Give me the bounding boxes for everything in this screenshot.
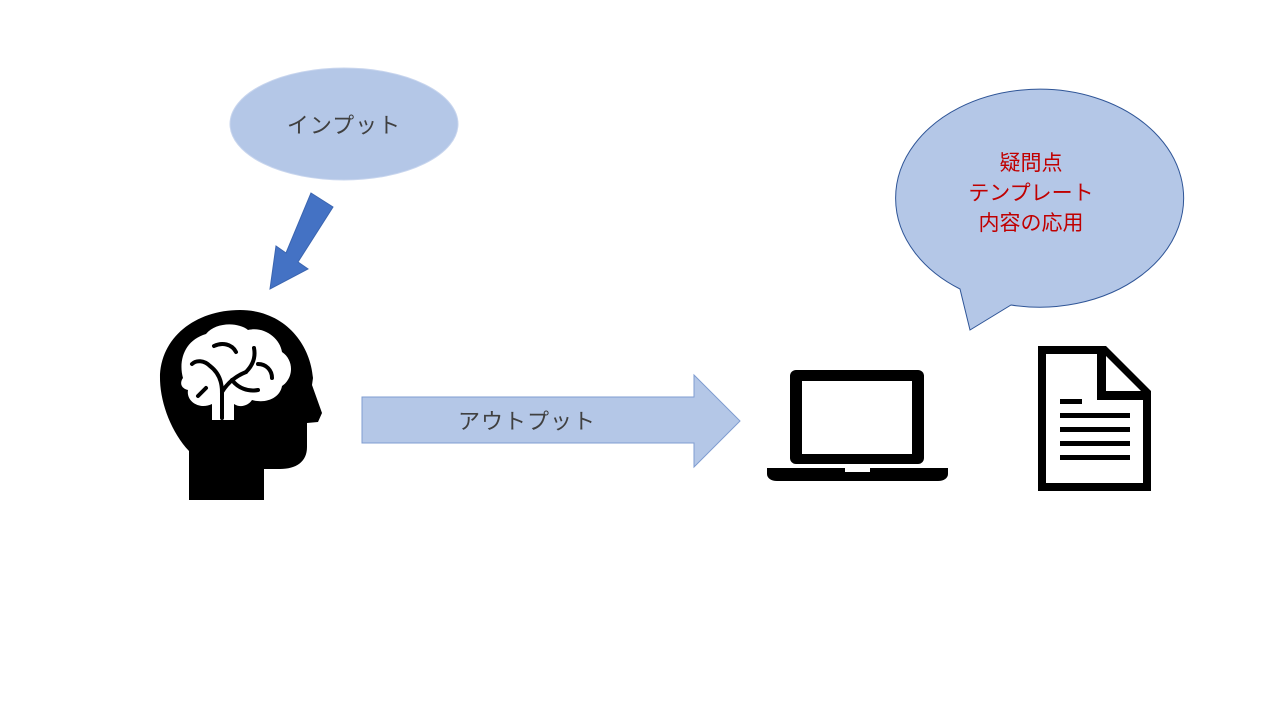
output-arrow[interactable] xyxy=(361,373,741,469)
input-label: インプット xyxy=(286,114,402,139)
bubble-line-questions: 疑問点 xyxy=(999,151,1063,175)
bubble-line-template: テンプレート xyxy=(968,181,1094,205)
output-label: アウトプット xyxy=(457,410,596,435)
input-ellipse[interactable] xyxy=(229,67,459,181)
laptop-icon xyxy=(767,370,948,481)
input-arrow[interactable] xyxy=(269,192,334,290)
bubble-line-application: 内容の応用 xyxy=(978,211,1084,235)
speech-bubble[interactable] xyxy=(895,88,1185,331)
document-icon xyxy=(1038,346,1151,491)
speech-bubble-text: 疑問点 テンプレート 内容の応用 xyxy=(900,148,1162,238)
brain-head-icon xyxy=(160,310,322,500)
